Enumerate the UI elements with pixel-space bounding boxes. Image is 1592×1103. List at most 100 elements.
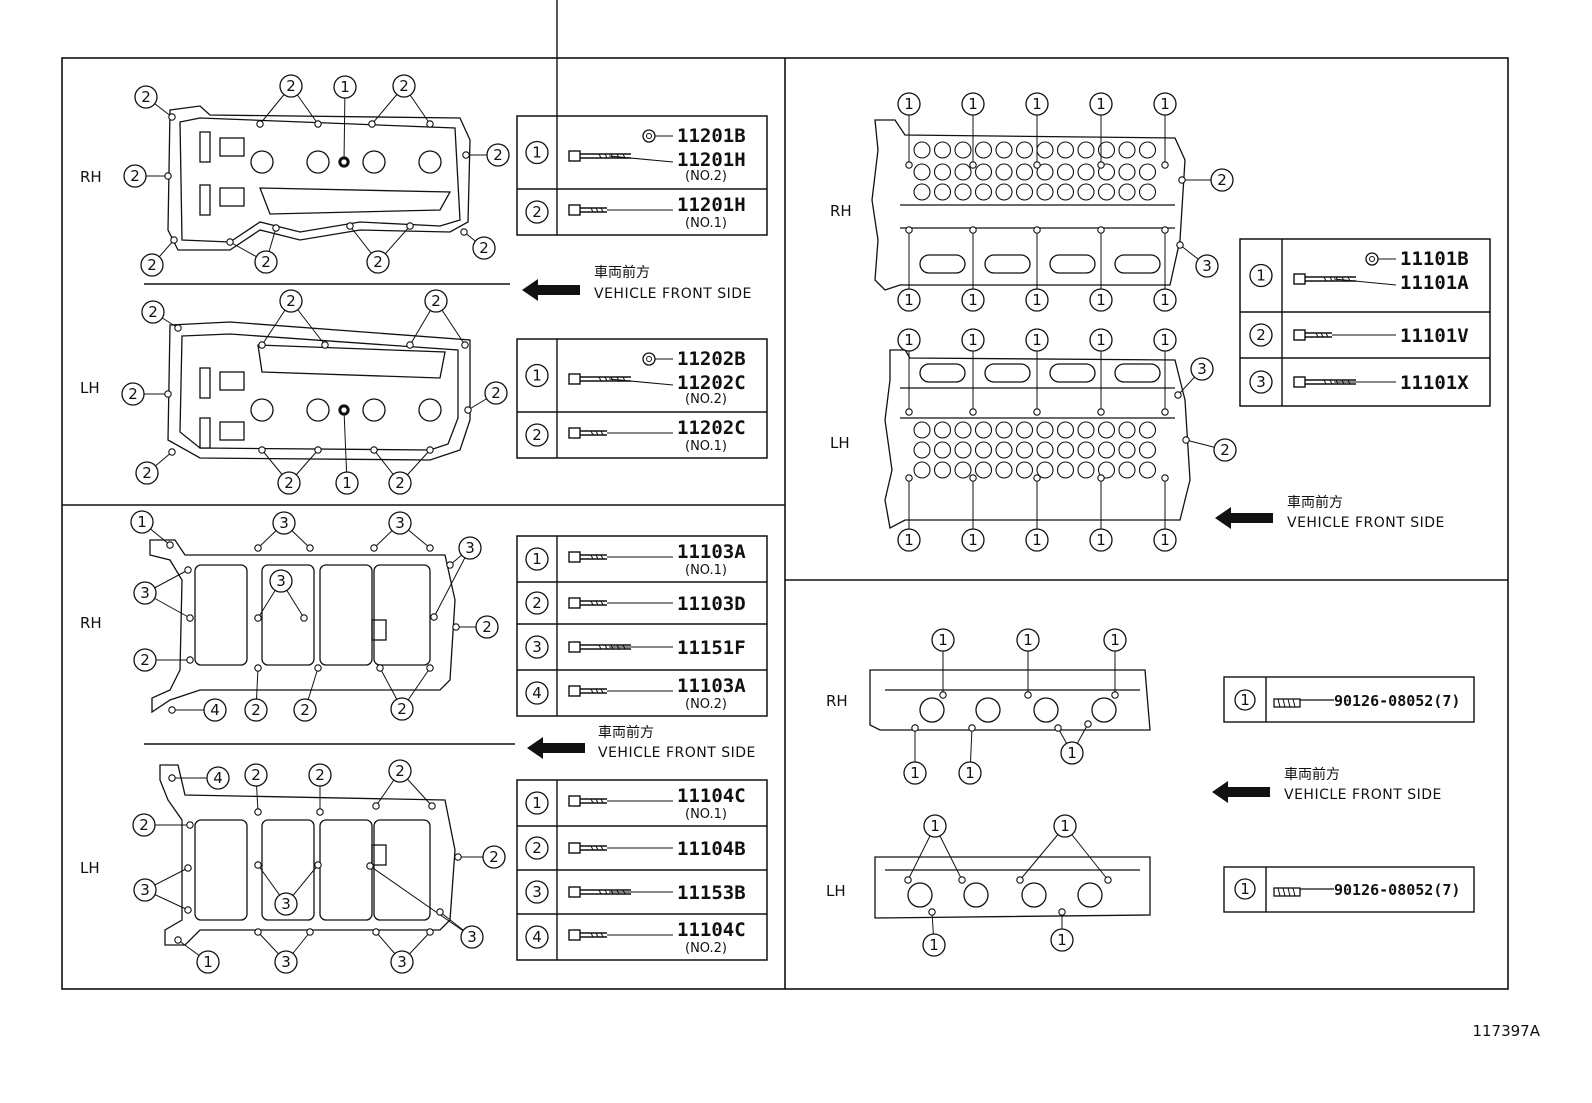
callout-bubble: 2 bbox=[141, 300, 182, 332]
front-label-en: VEHICLE FRONT SIDE bbox=[1284, 787, 1442, 803]
callout-bubble: 2 bbox=[293, 664, 322, 722]
washer-icon bbox=[642, 352, 656, 366]
callout-bubble: 3 bbox=[254, 928, 314, 974]
part-number: 11101V bbox=[1400, 325, 1469, 347]
svg-text:2: 2 bbox=[261, 253, 271, 271]
row-number: 2 bbox=[532, 594, 542, 612]
svg-text:2: 2 bbox=[489, 848, 499, 866]
callout-bubble: 1 bbox=[1089, 92, 1113, 169]
cylinder-head-rh-drawing bbox=[871, 119, 1186, 291]
side-label-rh: RH bbox=[826, 692, 848, 710]
callout-bubble: 3 bbox=[254, 861, 322, 916]
row-number: 1 bbox=[1240, 880, 1250, 898]
callout-bubble: 1 bbox=[922, 908, 946, 957]
bolt-icon bbox=[568, 427, 608, 439]
bolt-icon bbox=[1293, 329, 1333, 341]
part-number: 11153B bbox=[677, 882, 746, 904]
bolt-icon bbox=[568, 373, 632, 385]
svg-text:2: 2 bbox=[373, 253, 383, 271]
row-number: 3 bbox=[1256, 373, 1266, 391]
part-number: 11104C bbox=[677, 919, 746, 941]
callout-bubble: 1 bbox=[1050, 908, 1074, 952]
callout-bubble: 3 bbox=[366, 862, 484, 949]
callout-bubble: 2 bbox=[452, 615, 499, 639]
svg-text:1: 1 bbox=[1096, 291, 1106, 309]
svg-text:3: 3 bbox=[281, 895, 291, 913]
callout-bubble: 1 bbox=[1025, 226, 1049, 312]
row-number: 3 bbox=[532, 883, 542, 901]
callout-bubble: 3 bbox=[372, 928, 434, 974]
row-number: 4 bbox=[532, 684, 542, 702]
bolt-icon bbox=[568, 929, 608, 941]
callout-bubble: 1 bbox=[897, 328, 921, 416]
callout-bubble: 1 bbox=[1153, 474, 1177, 552]
callout-bubble: 1 bbox=[1153, 92, 1177, 169]
svg-text:2: 2 bbox=[479, 239, 489, 257]
svg-text:3: 3 bbox=[276, 572, 286, 590]
svg-text:1: 1 bbox=[342, 474, 352, 492]
callout-bubble: 2 bbox=[258, 289, 329, 349]
callout-bubble: 2 bbox=[370, 446, 434, 495]
callout-bubble: 2 bbox=[244, 664, 268, 722]
svg-text:3: 3 bbox=[279, 514, 289, 532]
part-note: (NO.1) bbox=[685, 216, 727, 231]
svg-text:2: 2 bbox=[251, 766, 261, 784]
callout-bubble: 2 bbox=[121, 382, 172, 406]
svg-text:1: 1 bbox=[929, 936, 939, 954]
part-number: 11103A bbox=[677, 541, 746, 563]
callout-bubble: 2 bbox=[406, 289, 469, 349]
cam-cover-lh-drawing bbox=[167, 321, 471, 461]
svg-text:2: 2 bbox=[491, 384, 501, 402]
callout-bubble: 3 bbox=[370, 511, 434, 552]
bolt-icon bbox=[568, 150, 632, 162]
svg-text:1: 1 bbox=[968, 291, 978, 309]
svg-text:4: 4 bbox=[210, 701, 220, 719]
parts-table-row: 3 11153B bbox=[525, 880, 746, 904]
callout-bubble: 2 bbox=[462, 143, 510, 167]
part-note: (NO.2) bbox=[685, 697, 727, 712]
front-arrow-icon bbox=[522, 279, 580, 301]
svg-text:2: 2 bbox=[128, 385, 138, 403]
svg-text:1: 1 bbox=[1067, 744, 1077, 762]
part-number: 11104B bbox=[677, 838, 746, 860]
side-label-lh: LH bbox=[80, 859, 100, 877]
part-number: 11201H bbox=[677, 149, 746, 171]
front-label-jp: 車両前方 bbox=[598, 724, 654, 741]
svg-text:1: 1 bbox=[203, 953, 213, 971]
svg-text:1: 1 bbox=[904, 331, 914, 349]
callout-bubble: 1 bbox=[333, 75, 357, 166]
callout-bubble: 2 bbox=[308, 763, 332, 816]
svg-text:2: 2 bbox=[130, 167, 140, 185]
svg-text:2: 2 bbox=[141, 88, 151, 106]
callout-bubble: 1 bbox=[1089, 226, 1113, 312]
front-label-en: VEHICLE FRONT SIDE bbox=[594, 286, 752, 302]
callout-bubble: 3 bbox=[1174, 357, 1214, 399]
side-label-rh: RH bbox=[830, 202, 852, 220]
callout-bubble: 1 bbox=[130, 510, 174, 549]
callout-bubble: 1 bbox=[1025, 328, 1049, 416]
front-label-jp: 車両前方 bbox=[594, 264, 650, 281]
callout-bubble: 1 bbox=[1089, 474, 1113, 552]
svg-text:2: 2 bbox=[397, 700, 407, 718]
svg-text:2: 2 bbox=[251, 701, 261, 719]
bolt-icon bbox=[568, 597, 608, 609]
callout-bubble: 1 bbox=[931, 628, 955, 699]
side-label-lh: LH bbox=[80, 379, 100, 397]
callout-bubble: 1 bbox=[1153, 226, 1177, 312]
callout-bubble: 2 bbox=[460, 228, 496, 260]
svg-text:1: 1 bbox=[968, 331, 978, 349]
callout-bubble: 2 bbox=[454, 845, 506, 869]
svg-text:1: 1 bbox=[904, 531, 914, 549]
svg-text:3: 3 bbox=[467, 928, 477, 946]
row-number: 1 bbox=[532, 144, 542, 162]
callout-bubble: 1 bbox=[1089, 328, 1113, 416]
svg-text:1: 1 bbox=[1160, 95, 1170, 113]
callout-bubble: 2 bbox=[133, 648, 194, 672]
callout-bubble: 1 bbox=[174, 936, 220, 974]
